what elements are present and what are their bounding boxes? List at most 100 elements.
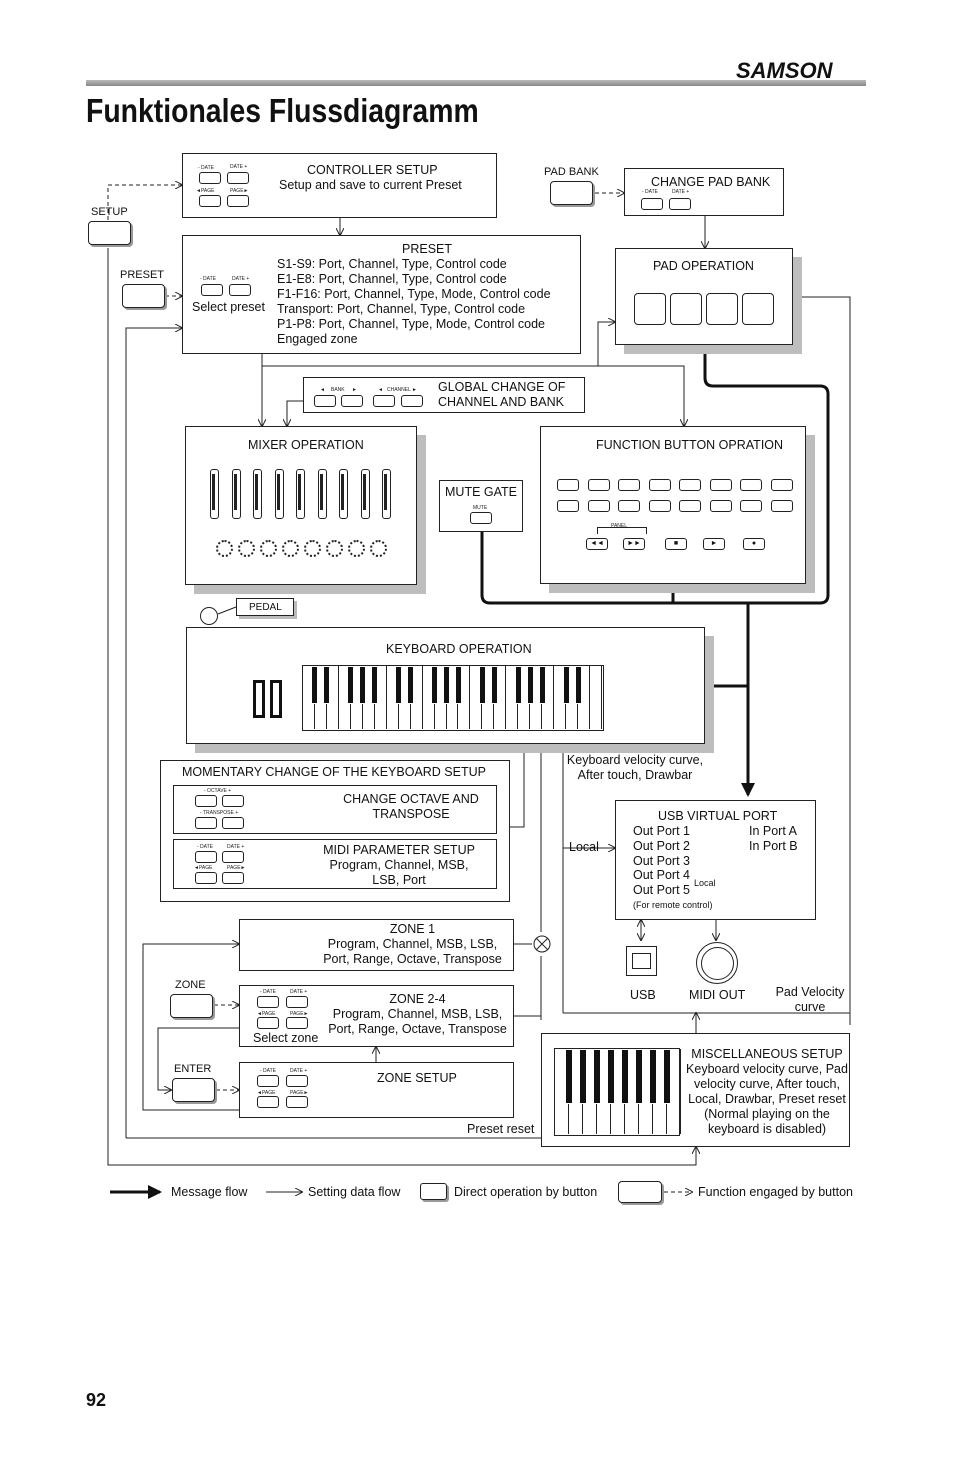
fader-slider[interactable] [317, 469, 327, 519]
bank-down-button[interactable] [314, 395, 336, 407]
function-button[interactable] [618, 500, 640, 512]
black-key[interactable] [359, 666, 367, 704]
octave-up-button[interactable] [222, 795, 244, 807]
rotary-knob[interactable] [370, 540, 387, 557]
stop-button[interactable]: ■ [665, 538, 687, 550]
function-button[interactable] [587, 479, 610, 491]
date-minus-button[interactable] [641, 198, 663, 210]
transpose-up-button[interactable] [222, 817, 244, 829]
function-button[interactable] [709, 500, 732, 512]
function-button[interactable] [618, 479, 640, 491]
bank-up-button[interactable] [341, 395, 363, 407]
rewind-button[interactable]: ◄◄ [586, 538, 608, 550]
setup-button[interactable] [88, 221, 131, 245]
fader-slider[interactable] [296, 469, 305, 519]
page-right-button[interactable] [227, 195, 249, 207]
fader-slider[interactable] [360, 469, 370, 519]
channel-up-button[interactable] [401, 395, 423, 407]
rotary-knob[interactable] [216, 540, 233, 557]
play-button[interactable]: ► [703, 538, 725, 550]
function-button[interactable] [648, 500, 671, 512]
rotary-knob[interactable] [282, 540, 299, 557]
date-plus-button[interactable] [669, 198, 691, 210]
date-minus-button[interactable] [257, 1075, 279, 1087]
black-key[interactable] [454, 666, 462, 704]
date-plus-button[interactable] [286, 996, 308, 1008]
fader-slider[interactable] [253, 469, 262, 519]
function-button[interactable] [648, 479, 671, 491]
keyboard-keys[interactable] [302, 665, 604, 731]
pad-4[interactable] [742, 293, 774, 325]
rotary-knob[interactable] [304, 540, 321, 557]
pad-bank-button[interactable] [550, 181, 593, 205]
function-button[interactable] [557, 500, 579, 512]
rotary-knob[interactable] [260, 540, 277, 557]
page-left-button[interactable] [199, 195, 221, 207]
function-button[interactable] [740, 479, 762, 491]
white-key[interactable] [411, 666, 423, 729]
black-key[interactable] [443, 666, 451, 704]
page-right-button[interactable] [286, 1096, 308, 1108]
channel-down-button[interactable] [373, 395, 395, 407]
black-key[interactable] [311, 666, 319, 704]
record-button[interactable]: ● [743, 538, 765, 550]
function-button[interactable] [770, 479, 793, 491]
black-key[interactable] [431, 666, 439, 704]
function-button[interactable] [679, 500, 701, 512]
black-key[interactable] [562, 666, 570, 704]
rotary-knob[interactable] [238, 540, 255, 557]
page-left-button[interactable] [257, 1017, 279, 1029]
black-key[interactable] [538, 666, 546, 704]
black-key[interactable] [574, 666, 582, 704]
date-minus-button[interactable] [201, 284, 223, 296]
zone-button[interactable] [170, 994, 213, 1018]
transpose-down-button[interactable] [195, 817, 217, 829]
function-button[interactable] [709, 479, 732, 491]
white-key[interactable] [542, 666, 555, 729]
date-minus-button[interactable] [199, 172, 221, 184]
pedal-box[interactable]: PEDAL [236, 598, 294, 616]
octave-down-button[interactable] [195, 795, 217, 807]
fader-slider[interactable] [339, 469, 348, 519]
enter-button[interactable] [172, 1078, 215, 1102]
function-button[interactable] [679, 479, 701, 491]
function-button[interactable] [770, 500, 793, 512]
page-left-button[interactable] [257, 1096, 279, 1108]
black-key[interactable] [395, 666, 403, 704]
mod-wheel[interactable] [270, 680, 282, 718]
black-key[interactable] [478, 666, 486, 704]
date-plus-button[interactable] [227, 172, 249, 184]
date-minus-button[interactable] [195, 851, 217, 863]
page-left-button[interactable] [195, 872, 217, 884]
black-key[interactable] [526, 666, 534, 704]
fader-slider[interactable] [382, 469, 391, 519]
page-right-button[interactable] [286, 1017, 308, 1029]
fast-forward-button[interactable]: ►► [623, 538, 645, 550]
white-key[interactable] [494, 666, 507, 729]
white-key[interactable] [458, 666, 471, 729]
white-key[interactable] [327, 666, 339, 729]
fader-slider[interactable] [210, 469, 219, 519]
pad-3[interactable] [706, 293, 738, 325]
page-right-button[interactable] [222, 872, 244, 884]
pitch-wheel[interactable] [253, 680, 265, 718]
pad-1[interactable] [634, 293, 666, 325]
date-minus-button[interactable] [257, 996, 279, 1008]
date-plus-button[interactable] [229, 284, 251, 296]
black-key[interactable] [347, 666, 355, 704]
black-key[interactable] [407, 666, 415, 704]
rotary-knob[interactable] [348, 540, 365, 557]
function-button[interactable] [587, 500, 610, 512]
black-key[interactable] [323, 666, 331, 704]
white-key[interactable] [375, 666, 387, 729]
fader-slider[interactable] [231, 469, 241, 519]
mute-button[interactable] [470, 512, 492, 524]
black-key[interactable] [490, 666, 498, 704]
rotary-knob[interactable] [326, 540, 343, 557]
black-key[interactable] [514, 666, 522, 704]
black-key[interactable] [371, 666, 379, 704]
function-button[interactable] [740, 500, 762, 512]
preset-button[interactable] [122, 284, 165, 308]
pad-2[interactable] [670, 293, 702, 325]
date-plus-button[interactable] [222, 851, 244, 863]
